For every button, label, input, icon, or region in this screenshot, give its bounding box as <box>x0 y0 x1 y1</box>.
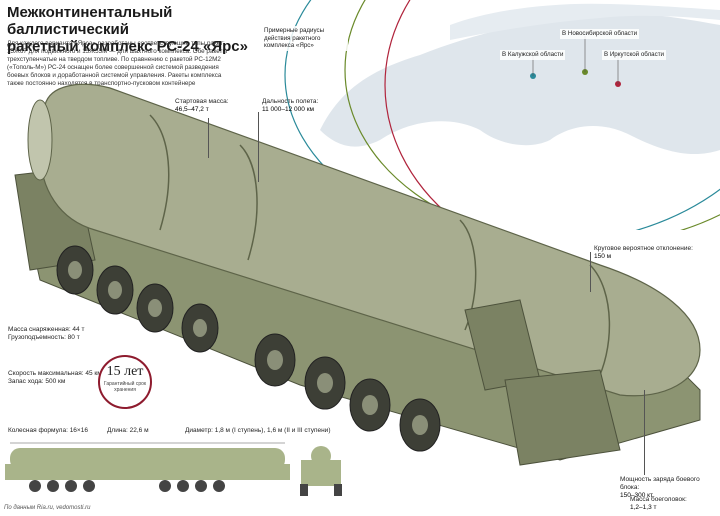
region-label-kaluga: В Калужской области <box>500 50 566 60</box>
missile-container <box>39 83 701 397</box>
front-silhouette <box>300 446 342 496</box>
accuracy: Круговое вероятное отклонение: 150 м <box>594 245 693 260</box>
range-arc-kaluga <box>284 0 720 230</box>
mass-payload: Масса снаряженная: 44 т Грузоподъемность… <box>8 326 85 341</box>
map-landmass <box>320 13 720 155</box>
wheel-formula: Колесная формула: 16×16 <box>8 427 88 434</box>
warhead-mass: Масса боеголовок: 1,2–1,3 т <box>630 496 687 511</box>
storage-warranty-badge: 15 лет Гарантийный срок хранения <box>98 355 152 409</box>
map-landmass-north <box>450 3 720 40</box>
source-note: По данным Ria.ru, vedomosti.ru <box>4 505 91 511</box>
speed-fuel: Скорость максимальная: 45 км/ч Запас ход… <box>8 370 107 385</box>
flight-range: Дальность полета: 11 000–12 000 км <box>262 98 319 113</box>
map-radius-label: Примерные радиусы действия ракетного ком… <box>262 26 348 51</box>
launcher-illustration <box>14 83 701 466</box>
side-silhouette <box>5 442 290 492</box>
region-label-irkutsk: В Иркутской области <box>602 50 666 60</box>
launch-mass: Стартовая масса: 46,5–47,2 т <box>175 98 229 113</box>
length: Длина: 22,6 м <box>107 427 149 434</box>
warhead-yield: Мощность заряда боевого блока: 150–300 к… <box>620 476 700 499</box>
page-title: Межконтинентальный баллистический ракетн… <box>7 4 248 55</box>
range-arc-novosibirsk <box>344 0 720 230</box>
diameter: Диаметр: 1,8 м (I ступень), 1,6 м (II и … <box>185 427 331 434</box>
intro-text: Для каждого варианта «Ярса» разработаны … <box>7 40 227 87</box>
range-arc-irkutsk <box>384 0 470 230</box>
region-label-novosibirsk: В Новосибирской области <box>560 29 640 39</box>
